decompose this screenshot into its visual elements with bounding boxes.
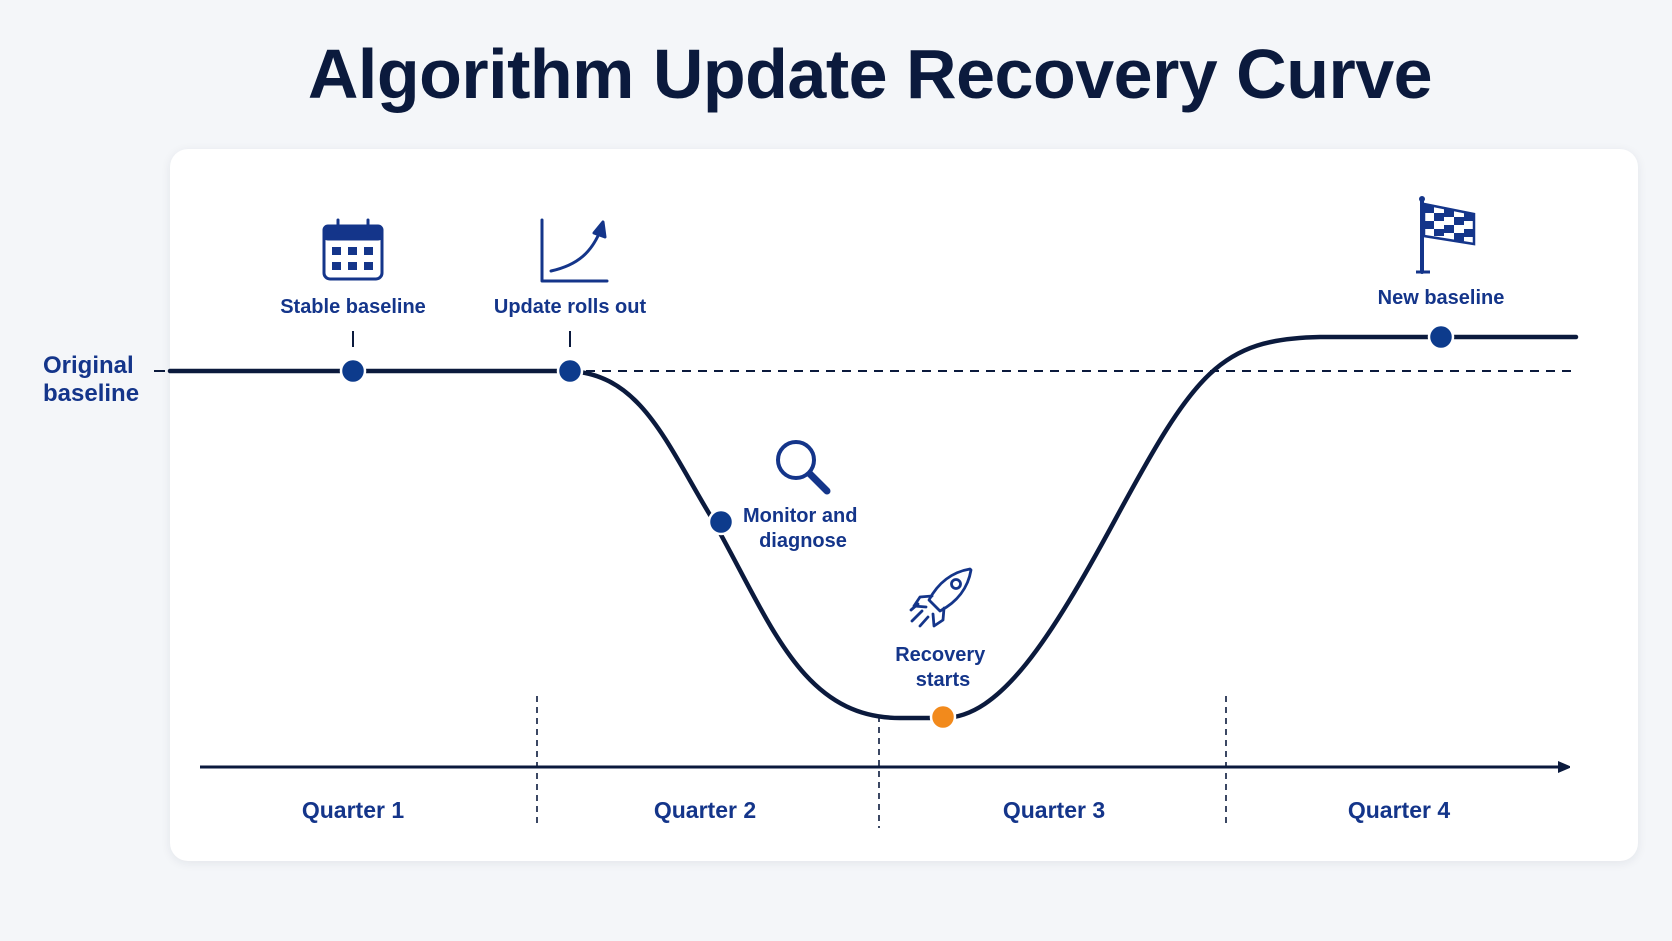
update-rolls-out-label: Update rolls out (494, 296, 647, 318)
recovery-label: Recovery starts (895, 644, 991, 691)
quarter-label-1: Quarter 1 (302, 797, 404, 823)
trend-up-icon (540, 218, 609, 283)
rocket-icon (909, 567, 973, 628)
checkered-flag-icon (1416, 196, 1476, 274)
diagram-card (170, 149, 1638, 861)
stable-baseline-label: Stable baseline (280, 296, 426, 318)
quarter-label-2: Quarter 2 (654, 797, 756, 823)
monitor-marker (707, 508, 735, 536)
original-baseline-label: Original baseline (43, 352, 140, 407)
quarter-label-3: Quarter 3 (1003, 797, 1105, 823)
new-baseline-label: New baseline (1378, 287, 1505, 309)
recovery-starts-marker (929, 703, 957, 731)
update-rolls-out-marker (556, 357, 584, 385)
new-baseline-marker (1427, 323, 1455, 351)
quarter-label-4: Quarter 4 (1348, 797, 1450, 823)
stable-baseline-marker (339, 357, 367, 385)
recovery-curve (167, 334, 1579, 721)
magnifier-icon (776, 440, 831, 495)
page-title: Algorithm Update Recovery Curve (307, 35, 1433, 113)
monitor-label: Monitor and diagnose (743, 505, 863, 552)
calendar-icon (322, 218, 384, 281)
